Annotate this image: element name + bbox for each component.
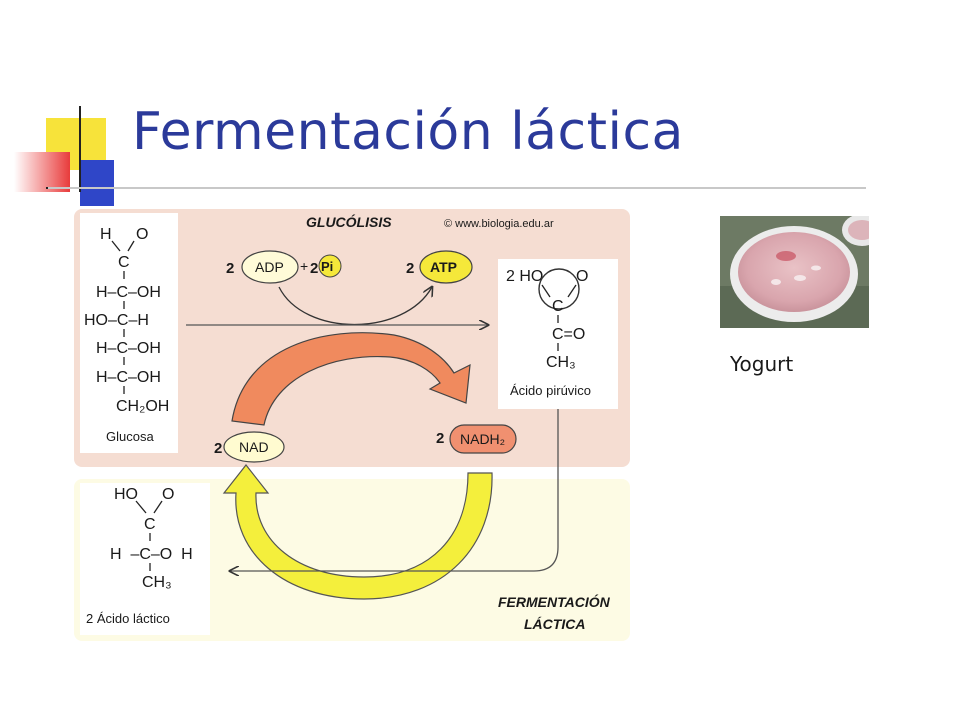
pyruvate-o: O [576,268,588,285]
decorative-blue-square [80,160,114,206]
pi-label: Pi [321,259,333,274]
yogurt-caption: Yogurt [730,352,794,376]
glucose-c1: C [118,254,130,271]
glucose-o: O [136,226,148,243]
lactate-o: O [162,486,174,503]
lactate-c1: C [144,516,156,533]
decorative-vertical-line [79,106,81,192]
lactate-row: H –C–O H [110,546,193,563]
pi-coef: 2 [310,260,318,277]
atp-label: ATP [430,259,457,275]
glucose-row1: H–C–OH [96,284,161,301]
pyruvate-box [498,259,618,409]
pyruvate-ch3: CH₃ [546,354,576,371]
atp-badge [419,250,473,284]
fermentation-title-line2: LÁCTICA [524,616,585,632]
adp-badge [241,250,299,284]
decorative-red-square [14,152,70,192]
nad-coef: 2 [214,440,222,457]
nad-regeneration-arrow [222,464,493,600]
title-divider [48,187,866,189]
glucose-box [80,213,178,453]
nad-badge [223,431,285,463]
credit-text: © www.biologia.edu.ar [444,218,554,230]
pyruvate-coef-ho: 2 HO [506,268,543,285]
lactate-structure: HO O C H –C–O H CH₃ 2 Ácido láctico [86,486,193,626]
atp-coef: 2 [406,260,414,277]
lactate-name: 2 Ácido láctico [86,611,170,626]
lactate-ch3: CH₃ [142,574,172,591]
glucose-structure: H O C H–C–OH HO–C–H H–C–OH H–C–OH CH₂OH … [84,226,169,444]
fermentation-panel [74,479,630,641]
glucose-name: Glucosa [106,429,154,444]
nad-reduction-arrow [231,332,471,426]
glycolysis-title: GLUCÓLISIS [306,213,392,230]
nad-label: NAD [239,439,269,455]
lactic-fermentation-diagram: GLUCÓLISIS © www.biologia.edu.ar FERMENT… [74,209,630,641]
plus-sign: + [300,258,308,274]
glucose-h: H [100,226,112,243]
nadh-coef: 2 [436,430,444,447]
glucose-row3: H–C–OH [96,340,161,357]
nadh-label: NADH₂ [460,431,505,447]
pyruvate-c1: C [552,298,564,315]
pyruvate-structure: 2 HO O C C=O CH₃ Ácido pirúvico [506,268,591,398]
lactate-box [80,483,210,635]
adp-to-atp-arrow [278,287,432,325]
nadh-badge [449,424,517,454]
adp-label: ADP [255,259,284,275]
pyruvate-name: Ácido pirúvico [510,383,591,398]
pi-badge [318,254,342,278]
fermentation-title-line1: FERMENTACIÓN [498,593,611,610]
glucose-row2: HO–C–H [84,312,149,329]
adp-coef: 2 [226,260,234,277]
lactate-ho: HO [114,486,138,503]
glucose-ch2oh: CH₂OH [116,398,169,415]
glucose-row4: H–C–OH [96,369,161,386]
pyruvate-c2: C=O [552,326,585,343]
yogurt-photo [720,216,869,328]
pyruvate-to-lactate-arrow [230,409,559,571]
slide-title: Fermentación láctica [132,102,684,162]
